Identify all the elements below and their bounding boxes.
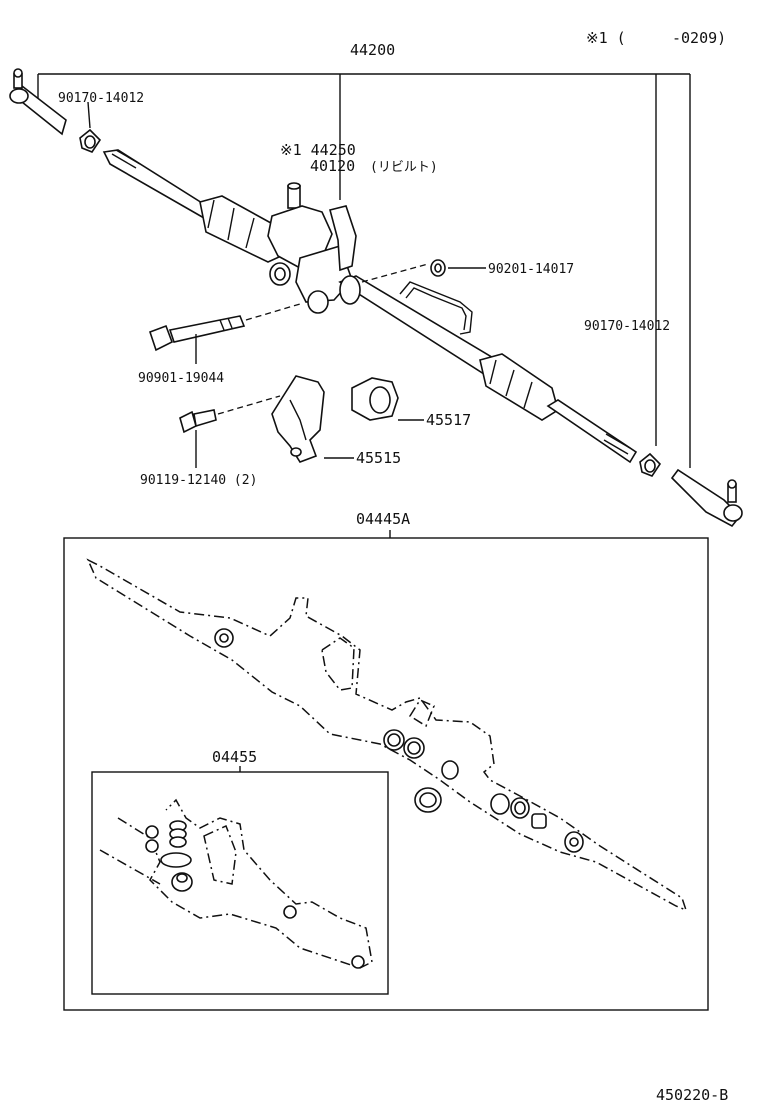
bolt-long	[148, 315, 246, 352]
label-gasket-kit: 04445A	[356, 510, 410, 528]
label-bolt-long: 90901-19044	[138, 371, 224, 386]
label-rack-housing: 40120	[310, 157, 355, 175]
valve-kit-box	[91, 771, 389, 995]
tie-rod-end-left	[9, 68, 67, 136]
tie-rod-nut-right	[639, 452, 662, 477]
label-nut-left: 90170-14012	[58, 91, 144, 106]
gasket-kit-box	[63, 537, 709, 1011]
assembly-bracket-lines	[37, 73, 691, 468]
rack-boot-left	[199, 195, 292, 263]
label-washer: 90201-14017	[488, 262, 574, 277]
note-marker: ※1 (	[586, 29, 626, 47]
tie-rod-nut-left	[79, 128, 102, 153]
rack-housing-tube	[338, 275, 502, 375]
label-assembly: 44200	[350, 41, 395, 59]
label-note-part: ※1 44250	[280, 141, 356, 159]
valve-kit-seals	[145, 820, 365, 969]
note-range: -0209)	[672, 29, 726, 47]
rack-boot-right	[479, 353, 559, 421]
label-bolt-short: 90119-12140 (2)	[140, 473, 257, 488]
bolt-short	[179, 409, 217, 434]
tie-rod-end-right	[670, 468, 743, 528]
figure-code: 450220-B	[656, 1086, 728, 1104]
tie-rod-right	[546, 399, 638, 464]
valve-kit-outline	[99, 798, 373, 969]
gasket-kit-outline	[86, 558, 688, 912]
rack-bracket	[271, 375, 325, 463]
pinion-valve-housing	[267, 182, 357, 314]
washer	[430, 259, 446, 277]
label-valve-kit: 04455	[212, 748, 257, 766]
gasket-kit-seals	[214, 628, 584, 853]
rack-bushing	[351, 377, 399, 421]
label-bushing: 45517	[426, 411, 471, 429]
tie-rod-left	[102, 149, 212, 220]
label-rebuilt-note: (リビルト)	[370, 160, 438, 175]
label-bracket: 45515	[356, 449, 401, 467]
label-nut-right: 90170-14012	[584, 319, 670, 334]
